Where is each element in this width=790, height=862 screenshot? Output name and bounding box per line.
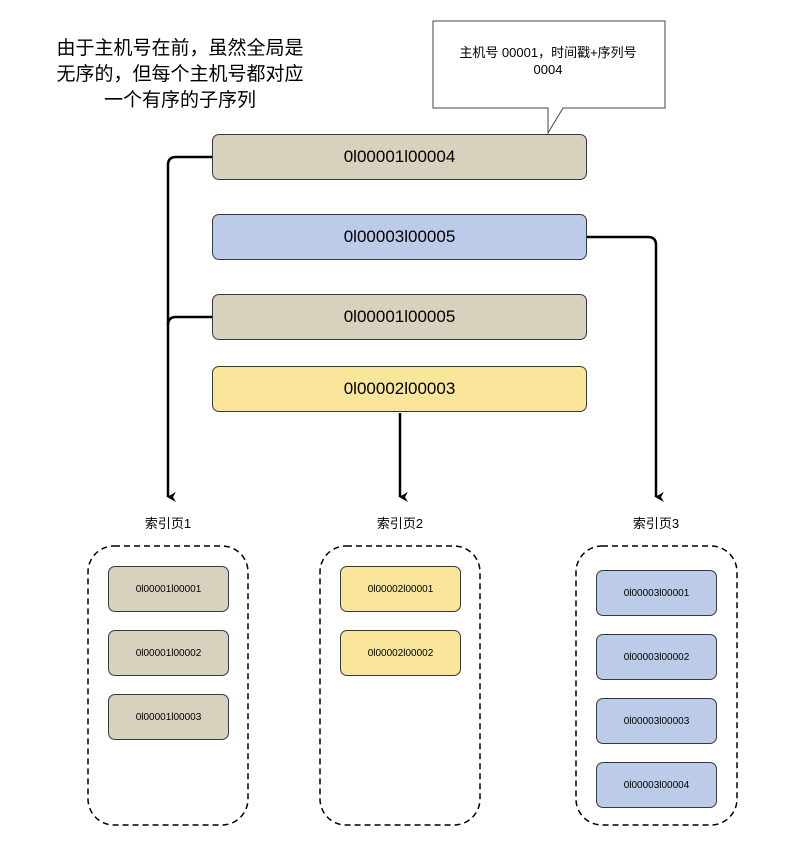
record-key: 0l00003l00005 (343, 227, 456, 246)
callout-bubble (432, 20, 666, 135)
index-page-2-container (319, 545, 481, 826)
index-entry[interactable]: 0l00003l00002 (596, 634, 717, 680)
record-key: 0l00001l00005 (343, 307, 456, 326)
index-entry-key: 0l00002l00002 (367, 647, 434, 659)
index-entry-key: 0l00001l00003 (135, 711, 202, 723)
record-row[interactable]: 0l00001l00004 (212, 134, 587, 180)
index-entry-key: 0l00003l00003 (623, 715, 690, 727)
record-row[interactable]: 0l00002l00003 (212, 366, 587, 412)
index-entry[interactable]: 0l00001l00003 (108, 694, 229, 740)
index-entry-key: 0l00002l00001 (367, 583, 434, 595)
record-key: 0l00002l00003 (343, 379, 456, 398)
index-entry-key: 0l00003l00004 (623, 779, 690, 791)
index-page-2-label: 索引页2 (376, 516, 424, 531)
callout-text: 主机号 00001，时间戳+序列号 0004 (459, 45, 637, 77)
record-row[interactable]: 0l00001l00005 (212, 294, 587, 340)
index-page-1-label: 索引页1 (144, 516, 192, 531)
index-entry[interactable]: 0l00001l00002 (108, 630, 229, 676)
index-page-3-container (575, 545, 738, 826)
index-page-1-container (87, 545, 249, 826)
index-entry[interactable]: 0l00003l00001 (596, 570, 717, 616)
record-row[interactable]: 0l00003l00005 (212, 214, 587, 260)
branch-from-record-3 (166, 315, 212, 326)
index-entry[interactable]: 0l00001l00001 (108, 566, 229, 612)
index-entry[interactable]: 0l00002l00001 (340, 566, 461, 612)
index-entry-key: 0l00003l00002 (623, 651, 690, 663)
arrow-to-index-page-3 (587, 235, 664, 502)
index-entry[interactable]: 0l00003l00004 (596, 762, 717, 808)
index-entry-key: 0l00001l00001 (135, 583, 202, 595)
index-entry[interactable]: 0l00002l00002 (340, 630, 461, 676)
explanation-note: 由于主机号在前，虽然全局是 无序的，但每个主机号都对应 一个有序的子序列 (56, 38, 304, 111)
index-entry-key: 0l00001l00002 (135, 647, 202, 659)
index-entry[interactable]: 0l00003l00003 (596, 698, 717, 744)
index-entry-key: 0l00003l00001 (623, 587, 690, 599)
index-page-3-label: 索引页3 (632, 516, 680, 531)
arrow-to-index-page-1 (166, 155, 212, 502)
record-key: 0l00001l00004 (343, 147, 456, 166)
